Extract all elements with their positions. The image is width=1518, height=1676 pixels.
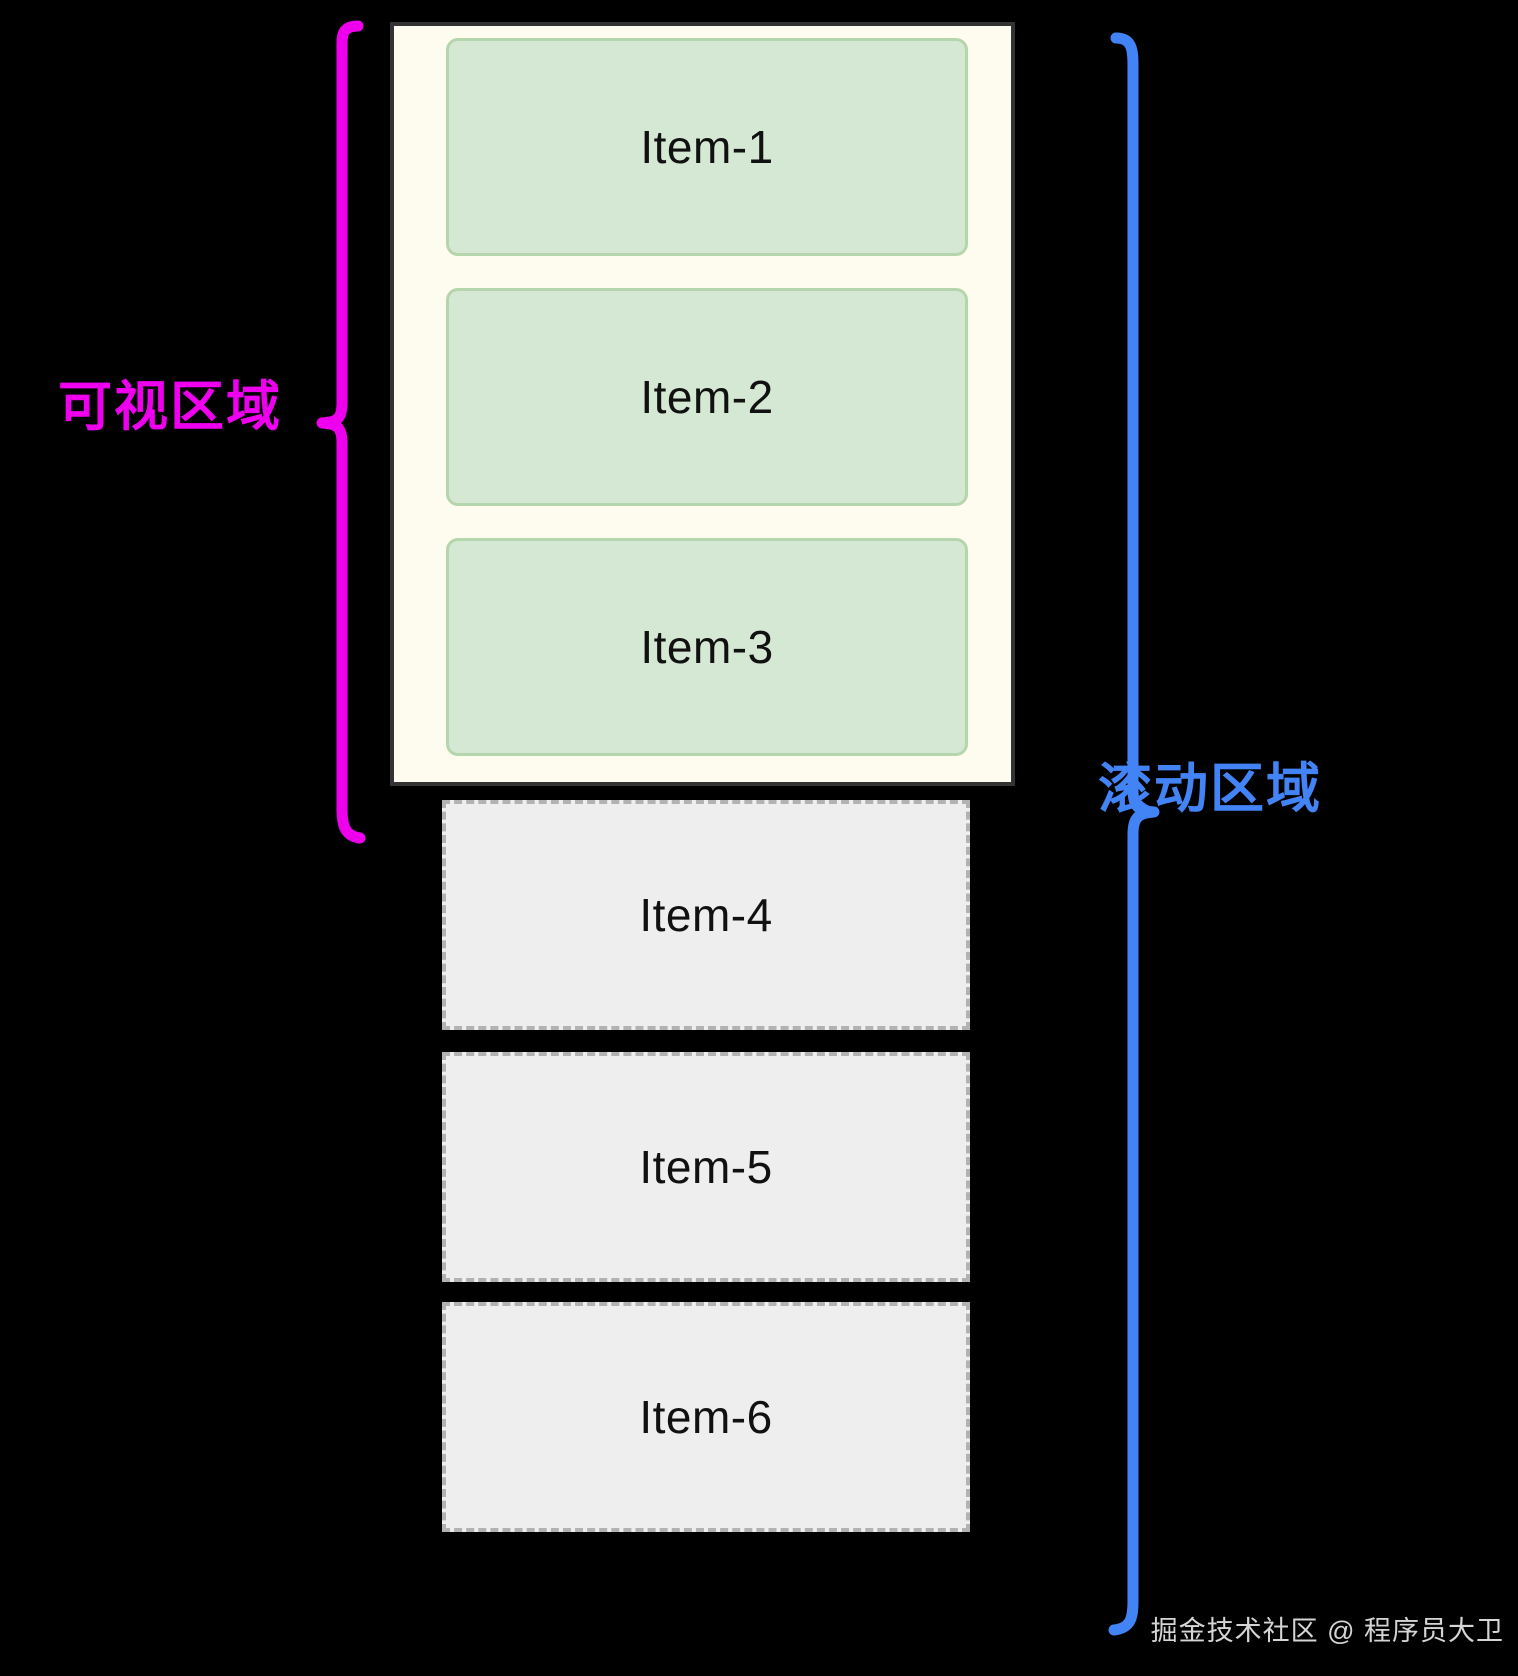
list-item[interactable]: Item-1 (446, 38, 968, 256)
viewport-brace (300, 18, 390, 848)
list-item[interactable]: Item-5 (442, 1052, 970, 1282)
watermark: 掘金技术社区 @ 程序员大卫 (1150, 1616, 1504, 1646)
item-label: Item-1 (640, 121, 774, 173)
item-label: Item-3 (640, 621, 774, 673)
curly-brace-icon (1108, 32, 1160, 1636)
list-item[interactable]: Item-4 (442, 800, 970, 1030)
scroll-label: 滚动区域 (1098, 759, 1322, 819)
viewport-label: 可视区域 (58, 377, 282, 437)
list-item[interactable]: Item-2 (446, 288, 968, 506)
list-item[interactable]: Item-3 (446, 538, 968, 756)
curly-brace-icon (316, 20, 366, 844)
item-label: Item-2 (640, 371, 774, 423)
item-label: Item-5 (639, 1141, 773, 1193)
list-item[interactable]: Item-6 (442, 1302, 970, 1532)
scroll-brace (1090, 30, 1200, 1640)
item-label: Item-6 (639, 1391, 773, 1443)
item-label: Item-4 (639, 889, 773, 941)
viewport-container: Item-1 Item-2 Item-3 (390, 22, 1015, 786)
